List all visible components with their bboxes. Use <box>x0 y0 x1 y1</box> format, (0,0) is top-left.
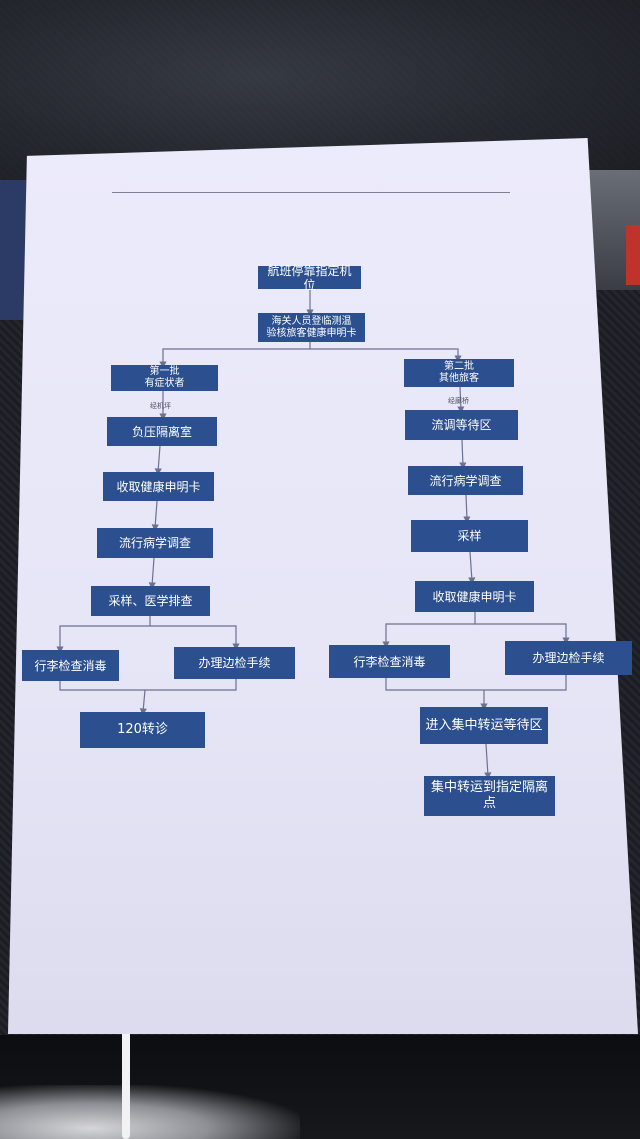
node-b1-120-transfer: 120转诊 <box>80 712 205 748</box>
seat-edge-left <box>0 180 26 320</box>
node-b1-luggage-disinfection: 行李检查消毒 <box>22 650 119 681</box>
node-batch2-other-passengers: 第二批 其他旅客 <box>404 359 514 387</box>
node-b2-epidemiology: 流行病学调查 <box>408 466 523 495</box>
node-b2-luggage-disinfection: 行李检查消毒 <box>329 645 450 678</box>
node-customs-check: 海关人员登临测温 验核旅客健康申明卡 <box>258 313 365 342</box>
charging-cable <box>122 1030 130 1139</box>
seat-red-strip <box>626 225 640 285</box>
node-b2-collect-card: 收取健康申明卡 <box>415 581 534 612</box>
light-reflection <box>0 1085 300 1139</box>
node-b1-collect-card: 收取健康申明卡 <box>103 472 214 501</box>
edge-label-bridge: 经廊桥 <box>448 397 469 405</box>
node-b1-sampling-screening: 采样、医学排查 <box>91 586 210 616</box>
node-batch1-symptomatic: 第一批 有症状者 <box>111 365 218 391</box>
node-b2-waiting-area: 流调等待区 <box>405 410 518 440</box>
node-b2-transfer-waiting: 进入集中转运等待区 <box>420 707 548 744</box>
node-b1-border-check: 办理边检手续 <box>174 647 295 679</box>
edge-label-apron: 经机坪 <box>150 402 171 410</box>
node-b1-isolation-room: 负压隔离室 <box>107 417 217 446</box>
node-b2-border-check: 办理边检手续 <box>505 641 632 675</box>
node-b1-epidemiology: 流行病学调查 <box>97 528 213 558</box>
node-b2-sampling: 采样 <box>411 520 528 552</box>
node-aircraft-parked: 航班停靠指定机位 <box>258 264 361 292</box>
header-rule-line <box>112 192 510 193</box>
node-b2-transfer-quarantine: 集中转运到指定隔离 点 <box>424 776 555 816</box>
